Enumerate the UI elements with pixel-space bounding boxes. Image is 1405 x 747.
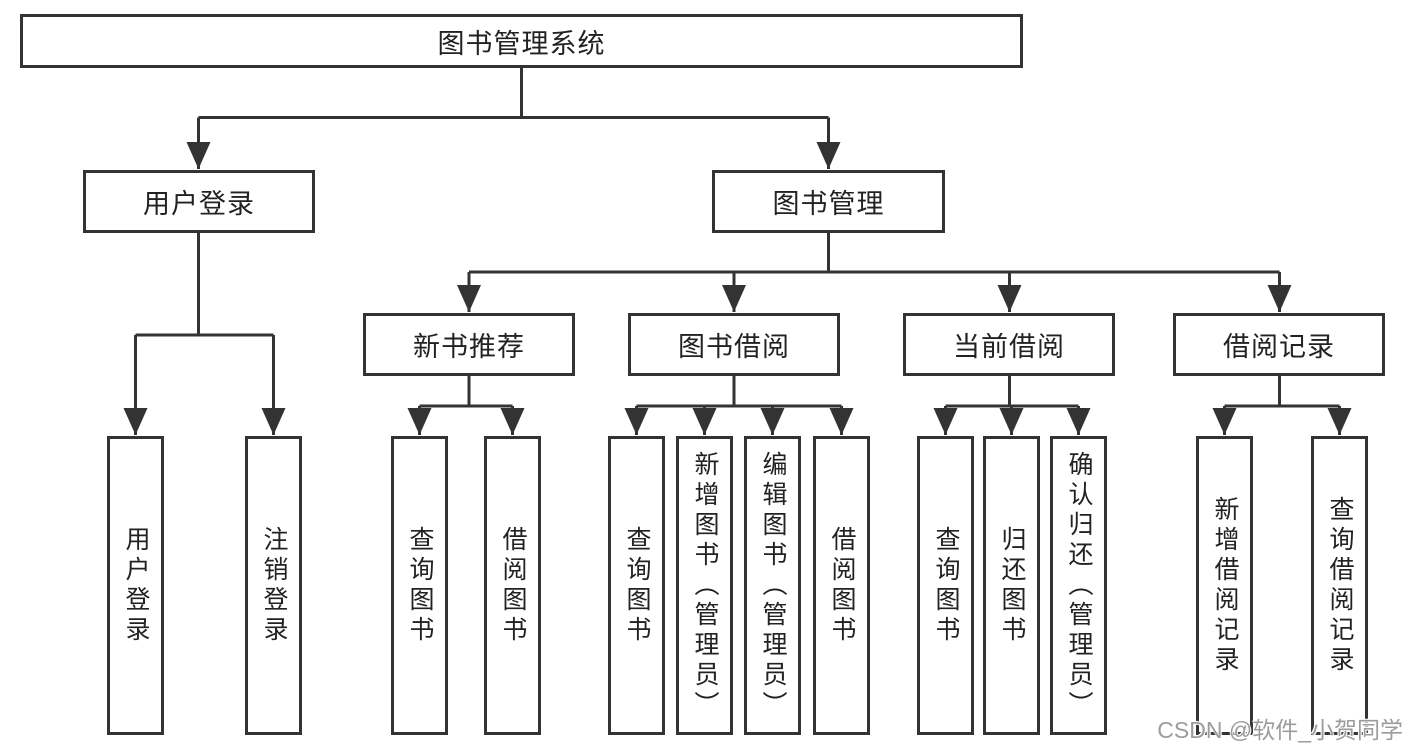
node-leaf-user-login-label: 用户登录 [122,525,150,646]
node-new-book-recommend-label: 新书推荐 [413,332,525,362]
node-leaf-logout-label: 注销登录 [260,525,288,646]
node-leaf-add-book-admin-label: 新增图书（管理员） [691,450,719,721]
node-user-login: 用户登录 [83,170,315,233]
node-leaf-user-login: 用户登录 [107,436,164,735]
node-leaf-query-books-borrow: 查询图书 [608,436,665,735]
node-leaf-add-borrow-record: 新增借阅记录 [1196,436,1253,735]
csdn-watermark: CSDN @软件_小贺同学 [1157,717,1403,743]
node-book-system: 图书管理系统 [20,14,1023,68]
node-leaf-edit-book-admin: 编辑图书（管理员） [744,436,801,735]
node-leaf-borrow-books-label: 借阅图书 [828,525,856,646]
node-leaf-borrow-books: 借阅图书 [813,436,870,735]
node-book-borrow: 图书借阅 [628,313,840,376]
node-leaf-return-book: 归还图书 [983,436,1040,735]
node-leaf-logout: 注销登录 [245,436,302,735]
node-book-borrow-label: 图书借阅 [678,332,790,362]
node-leaf-borrow-books-recommend: 借阅图书 [484,436,541,735]
node-book-management-label: 图书管理 [772,189,885,219]
node-current-borrow-label: 当前借阅 [953,332,1065,362]
node-book-system-label: 图书管理系统 [437,28,606,59]
node-leaf-query-books-current-label: 查询图书 [932,525,960,646]
node-leaf-add-book-admin: 新增图书（管理员） [676,436,733,735]
node-user-login-label: 用户登录 [143,189,255,219]
node-leaf-add-borrow-record-label: 新增借阅记录 [1211,495,1239,676]
node-leaf-query-books-borrow-label: 查询图书 [623,525,651,646]
node-leaf-edit-book-admin-label: 编辑图书（管理员） [759,450,787,721]
node-leaf-query-borrow-record: 查询借阅记录 [1311,436,1368,735]
node-leaf-query-books-current: 查询图书 [917,436,974,735]
node-leaf-return-book-label: 归还图书 [998,525,1026,646]
node-leaf-query-books-recommend-label: 查询图书 [406,525,434,646]
node-leaf-borrow-books-recommend-label: 借阅图书 [499,525,527,646]
node-book-management: 图书管理 [712,170,945,233]
node-leaf-query-books-recommend: 查询图书 [391,436,448,735]
node-current-borrow: 当前借阅 [903,313,1115,376]
node-borrow-records-label: 借阅记录 [1223,332,1335,362]
node-leaf-confirm-return-admin: 确认归还（管理员） [1050,436,1107,735]
node-new-book-recommend: 新书推荐 [363,313,575,376]
node-leaf-confirm-return-admin-label: 确认归还（管理员） [1065,450,1093,721]
node-leaf-query-borrow-record-label: 查询借阅记录 [1326,495,1354,676]
node-borrow-records: 借阅记录 [1173,313,1385,376]
